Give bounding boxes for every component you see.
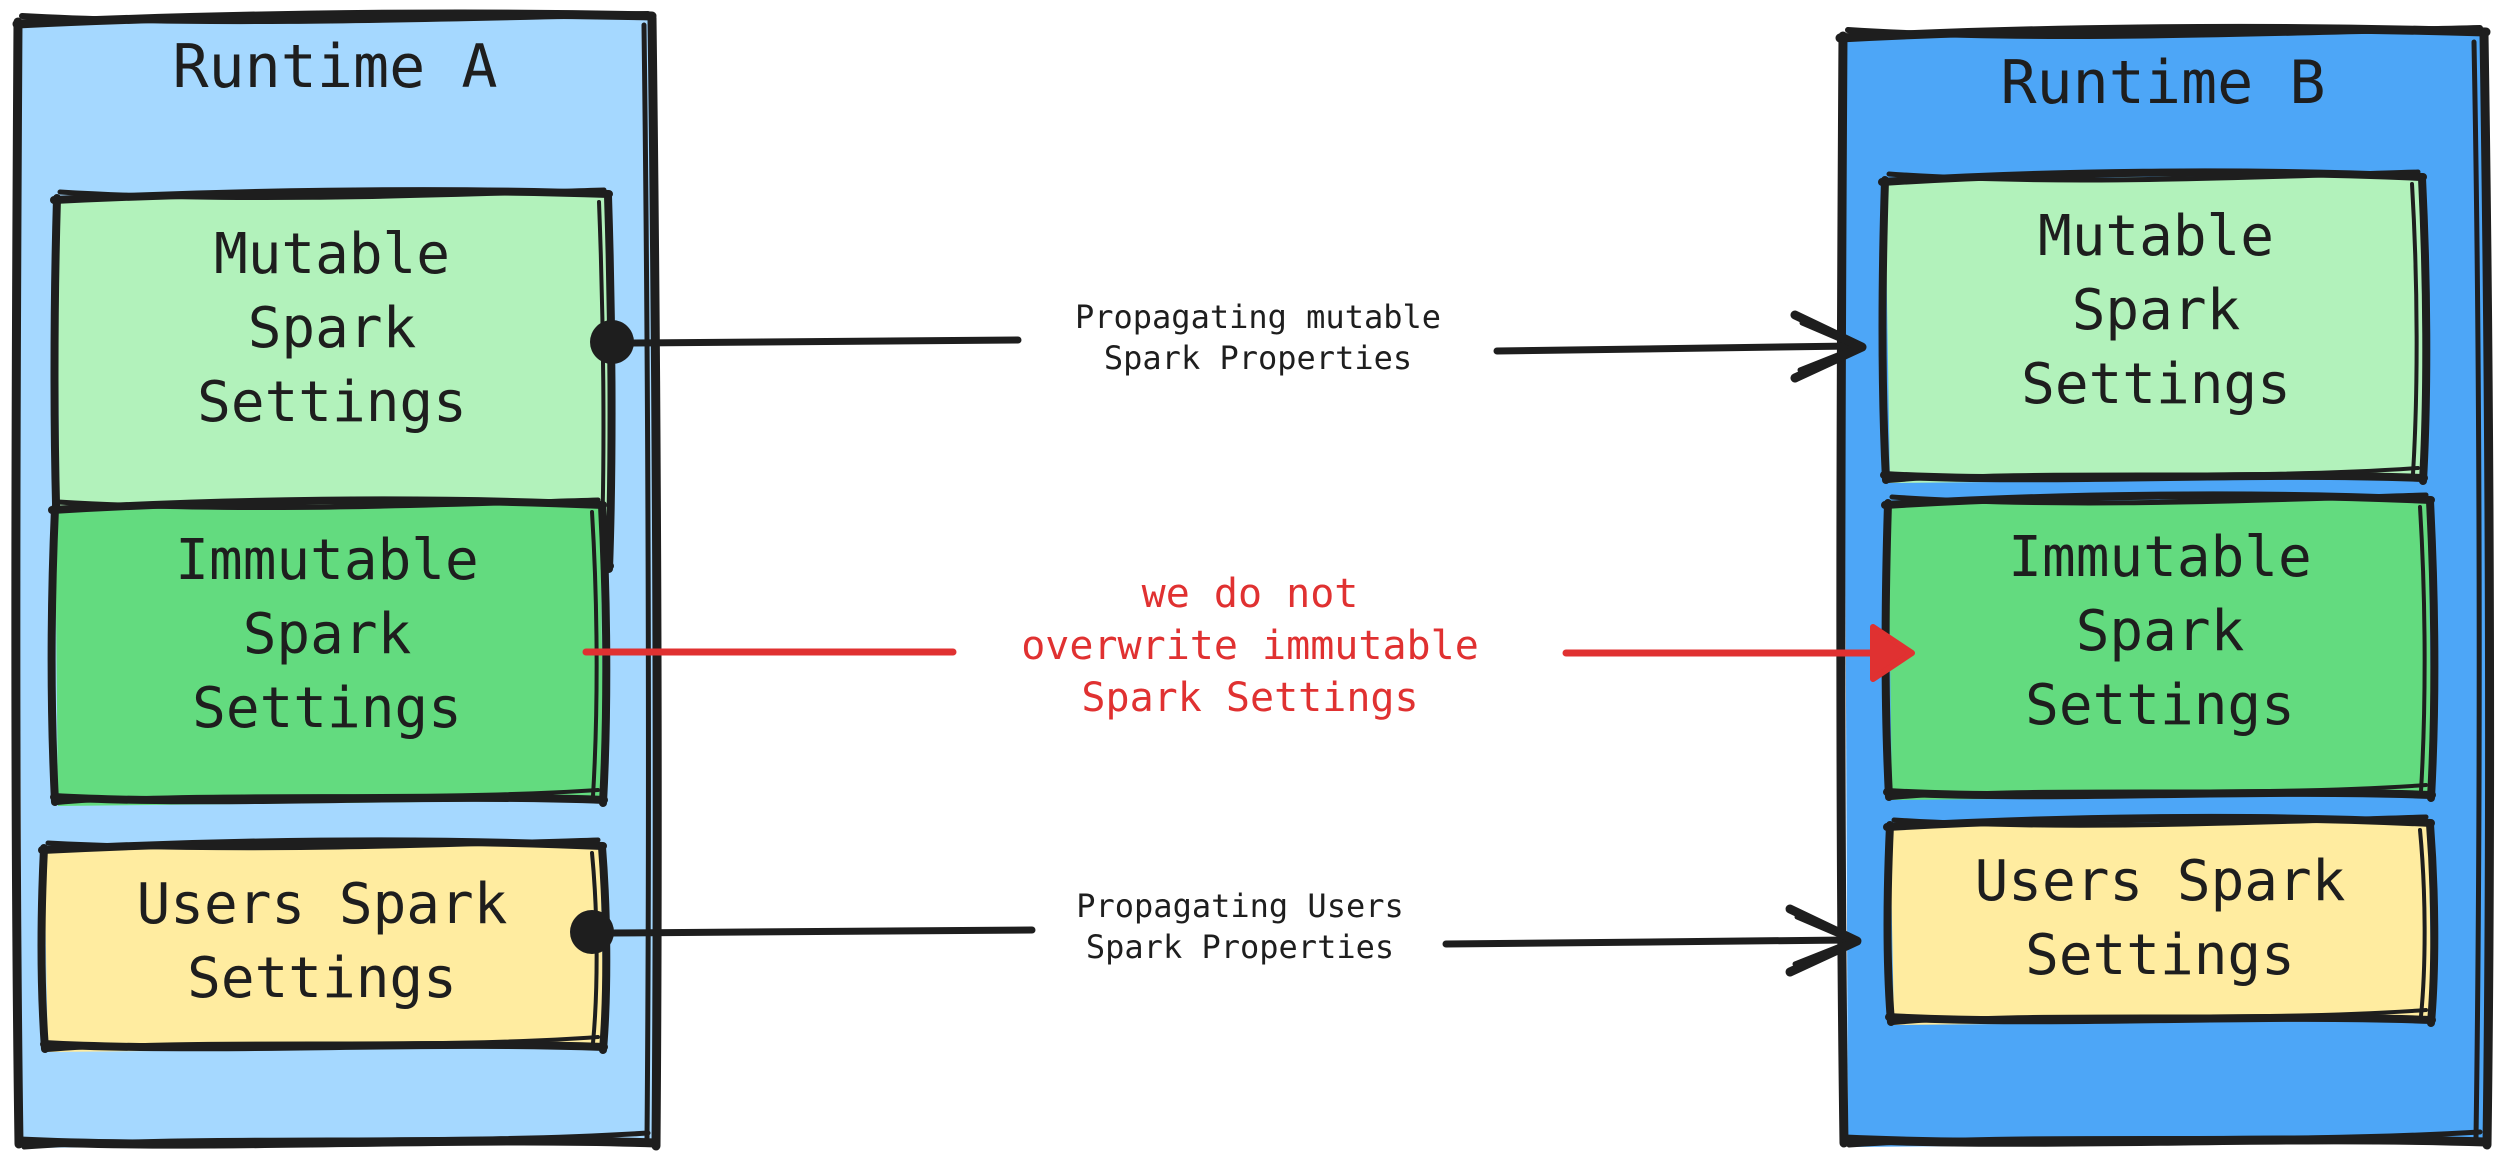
conn-mutable-arrow[interactable] xyxy=(590,310,1867,383)
b-users-box[interactable] xyxy=(1883,813,2439,1027)
b-immutable-box[interactable] xyxy=(1881,491,2439,802)
conn-users-arrowhead xyxy=(1785,904,1862,977)
conn-users-arrow[interactable] xyxy=(570,904,1862,977)
conn-users-start-dot xyxy=(570,910,614,954)
a-users-box[interactable] xyxy=(37,837,611,1054)
a-mutable-box[interactable] xyxy=(50,187,616,573)
b-mutable-box[interactable] xyxy=(1878,168,2431,485)
conn-mutable-arrowhead xyxy=(1790,310,1867,383)
conn-immutable-arrowhead xyxy=(1870,624,1915,682)
conn-mutable-start-dot xyxy=(590,320,634,364)
conn-immutable-arrow[interactable] xyxy=(582,624,1915,682)
a-immutable-box[interactable] xyxy=(47,496,611,807)
